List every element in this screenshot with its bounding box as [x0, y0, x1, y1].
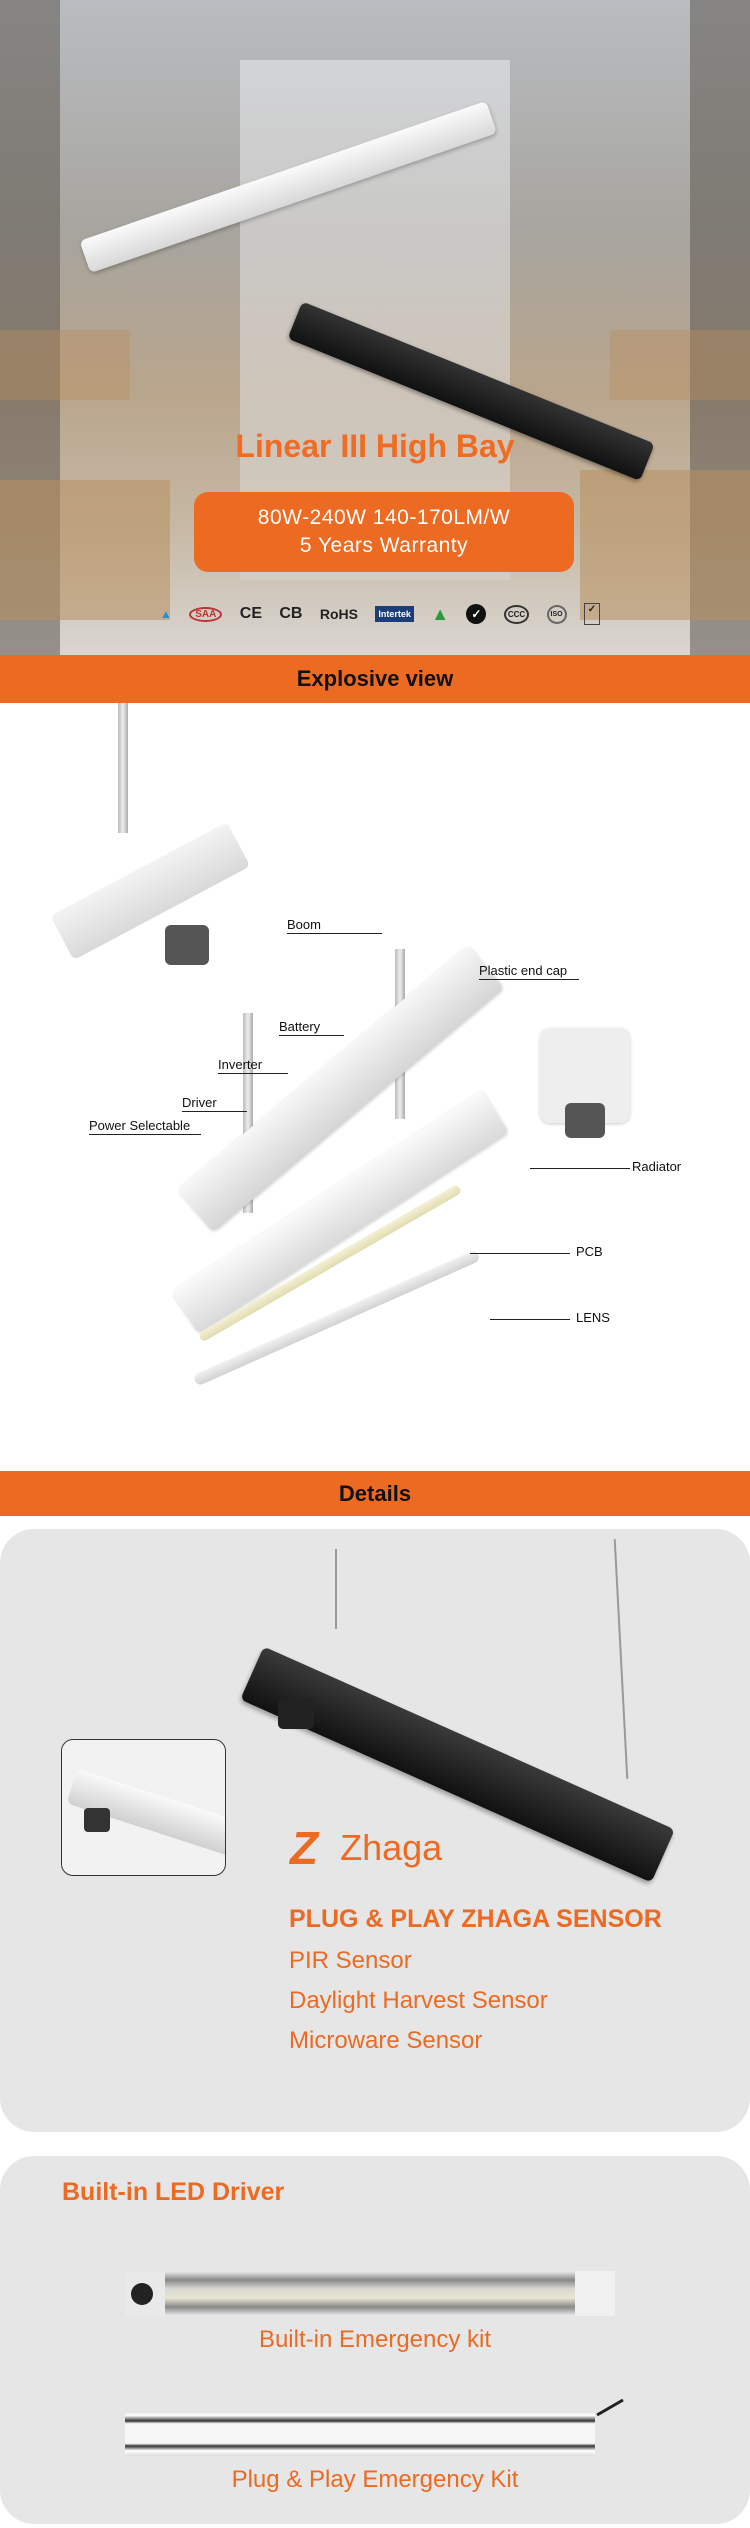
sensor-item: PIR Sensor: [289, 1947, 412, 1974]
sensor-title: PLUG & PLAY ZHAGA SENSOR: [289, 1905, 662, 1933]
kit1-label: Built-in Emergency kit: [258, 2326, 492, 2353]
ctick-logo-icon: ✓: [466, 604, 487, 624]
quality-mark-icon: ✓: [583, 603, 600, 625]
explosive-view-heading: Explosive view: [0, 655, 750, 703]
spec-line: 80W-240W 140-170LM/W: [257, 506, 511, 529]
label-pcb: PCB: [576, 1244, 603, 1259]
details-card: Z Zhaga PLUG & PLAY ZHAGA SENSOR PIR Sen…: [0, 1529, 750, 2132]
driver-heading: Built-in LED Driver: [62, 2178, 285, 2206]
cb-logo-icon: CB: [279, 605, 303, 622]
spec-badge: 80W-240W 140-170LM/W 5 Years Warranty: [194, 492, 574, 572]
certification-logos: ▲ SAA CE CB RoHS Intertek ▲ ✓ CCC ISO ✓: [160, 598, 600, 630]
sensor-item: Daylight Harvest Sensor: [289, 1987, 548, 2014]
sensor-item: Microware Sensor: [289, 2027, 483, 2054]
exploded-diagram: Boom Plastic end cap Battery Inverter Dr…: [0, 703, 750, 1471]
zhaga-brand: Zhaga: [340, 1827, 443, 1868]
saso-logo-icon: ▲: [431, 603, 450, 624]
details-heading: Details: [0, 1471, 750, 1516]
label-boom: Boom: [287, 917, 382, 934]
label-power-selectable: Power Selectable: [89, 1118, 201, 1135]
intertek-logo-icon: Intertek: [375, 606, 414, 622]
emergency-kit-lamp-image: [125, 2271, 615, 2316]
hero-banner: Linear III High Bay 80W-240W 140-170LM/W…: [0, 0, 750, 655]
warranty-text: 5 Years Warranty: [299, 534, 469, 557]
sensor-list: PIR Sensor Daylight Harvest Sensor Micro…: [289, 1941, 548, 2061]
label-driver: Driver: [182, 1095, 247, 1112]
label-battery: Battery: [279, 1019, 344, 1036]
iso-logo-icon: ISO: [546, 604, 567, 624]
product-title: Linear III High Bay: [235, 428, 515, 464]
zhaga-z-icon: Z: [290, 1822, 319, 1874]
label-end-cap: Plastic end cap: [479, 963, 579, 980]
label-lens: LENS: [576, 1310, 610, 1325]
sensor-closeup-image: [61, 1739, 226, 1876]
ce-logo-icon: CE: [239, 605, 262, 622]
rohs-logo-icon: RoHS: [319, 606, 358, 622]
tuv-logo-icon: ▲: [160, 607, 172, 621]
label-inverter: Inverter: [218, 1057, 288, 1074]
ccc-logo-icon: CCC: [503, 604, 530, 624]
plug-play-kit-image: [125, 2411, 595, 2456]
kit2-label: Plug & Play Emergency Kit: [231, 2466, 519, 2493]
zhaga-logo: Z Zhaga: [290, 1822, 443, 1874]
driver-card: Built-in LED Driver Built-in Emergency k…: [0, 2156, 750, 2524]
saa-logo-icon: SAA: [189, 606, 223, 622]
label-radiator: Radiator: [632, 1159, 682, 1174]
